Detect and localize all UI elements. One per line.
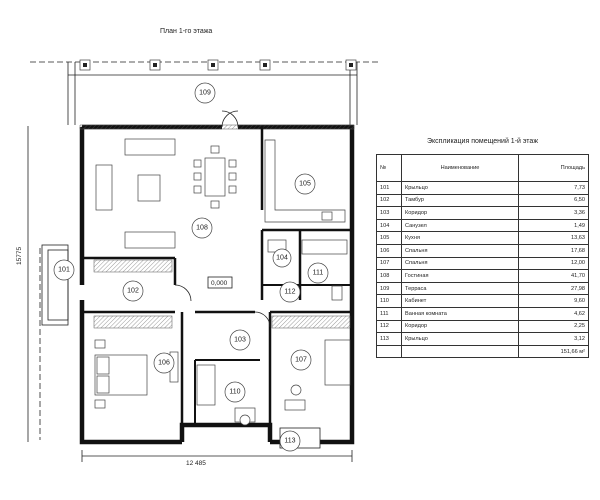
room-name-cell: Терраса (401, 281, 519, 296)
room-number-cell: 107 (376, 256, 402, 271)
level-mark: 0,000 (211, 280, 228, 287)
room-area-cell: 27,98 (518, 281, 589, 296)
furniture (39, 138, 351, 449)
table-total-row: 151,66 м² (376, 344, 589, 359)
doors (174, 110, 271, 328)
room-102: 102 (127, 288, 139, 295)
total-empty-cell (401, 344, 519, 359)
room-area-cell: 1,49 (518, 218, 589, 233)
room-108: 108 (196, 225, 208, 232)
room-number-cell: 109 (376, 281, 402, 296)
room-name-cell: Крыльцо (401, 181, 519, 195)
header-area: Площадь (518, 154, 589, 182)
room-area-cell: 3,12 (518, 332, 589, 346)
room-104: 104 (276, 255, 288, 262)
room-name-cell: Кухня (401, 231, 519, 245)
plan-title: План 1-го этажа (160, 28, 212, 35)
dimension-height: 15775 (16, 247, 23, 265)
room-name-cell: Коридор (401, 206, 519, 220)
room-113: 113 (284, 438, 295, 445)
header-name: Наименование (401, 154, 519, 182)
room-name-cell: Санузел (401, 218, 519, 233)
room-schedule-title: Экспликация помещений 1-й этаж (426, 138, 538, 145)
room-name-cell: Крыльцо (401, 332, 519, 346)
room-area-cell: 9,60 (518, 294, 589, 308)
room-103: 103 (234, 337, 246, 344)
room-area-cell: 3,36 (518, 206, 589, 220)
room-name-cell: Ванная комната (401, 306, 519, 321)
room-area-cell: 6,50 (518, 193, 589, 208)
room-number-cell: 110 (376, 294, 402, 308)
table-header-row: № Наименование Площадь (376, 154, 589, 182)
interior-walls (82, 127, 352, 425)
room-number-cell: 104 (376, 218, 402, 233)
room-area-cell: 13,63 (518, 231, 589, 245)
room-109: 109 (199, 90, 211, 97)
room-number-cell: 101 (376, 181, 402, 195)
room-110: 110 (229, 389, 240, 396)
room-number-cell: 106 (376, 243, 402, 258)
room-area-cell: 12,00 (518, 256, 589, 271)
dimension-width: 12 485 (186, 460, 206, 467)
room-number-cell: 103 (376, 206, 402, 220)
room-112: 112 (284, 289, 295, 296)
room-105: 105 (299, 181, 311, 188)
room-number-cell: 102 (376, 193, 402, 208)
room-number-cell: 112 (376, 319, 402, 334)
room-name-cell: Коридор (401, 319, 519, 334)
room-number-cell: 113 (376, 332, 402, 346)
room-number-cell: 111 (376, 306, 402, 321)
terrace (30, 59, 380, 125)
room-106: 106 (158, 360, 170, 367)
room-labels: 109 105 108 101 102 104 111 112 103 106 … (53, 82, 329, 452)
room-area-cell: 7,73 (518, 181, 589, 195)
room-name-cell: Тамбур (401, 193, 519, 208)
room-number-cell: 108 (376, 269, 402, 283)
room-area-cell: 41,70 (518, 269, 589, 283)
room-name-cell: Кабинет (401, 294, 519, 308)
room-name-cell: Спальня (401, 256, 519, 271)
total-empty-cell (376, 344, 402, 359)
total-area-cell: 151,66 м² (518, 344, 589, 359)
room-area-cell: 4,62 (518, 306, 589, 321)
room-101: 101 (58, 267, 70, 274)
room-schedule: Экспликация помещений 1-й этаж № Наимено… (376, 138, 589, 359)
room-111: 111 (313, 270, 324, 277)
room-name-cell: Спальня (401, 243, 519, 258)
room-number-cell: 105 (376, 231, 402, 245)
room-107: 107 (295, 357, 307, 364)
room-area-cell: 2,25 (518, 319, 589, 334)
room-name-cell: Гостиная (401, 269, 519, 283)
room-area-cell: 17,68 (518, 243, 589, 258)
dimension-lines: 15775 12 485 (16, 126, 353, 467)
header-number: № (376, 154, 402, 182)
